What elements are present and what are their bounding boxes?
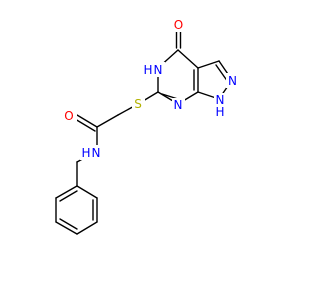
bond-ph3-ph4 xyxy=(76,221,98,235)
atom-s: S xyxy=(134,97,142,111)
atom-n1-h: H xyxy=(215,105,224,119)
bond-carbonyl-o xyxy=(76,114,98,128)
atom-n-amide-h: H xyxy=(81,146,90,160)
atom-n-amide: N xyxy=(92,146,101,160)
atom-label-layer: O H N N S N N H O H N xyxy=(64,18,237,160)
bond-ch2-carbonyl xyxy=(96,114,119,128)
bond-layer xyxy=(55,28,233,235)
bond-ph1-ph2 xyxy=(76,185,98,199)
mask-o4 xyxy=(172,17,185,32)
mask-n-pyrazole xyxy=(226,73,239,88)
bond-c3a-c4 xyxy=(177,49,199,69)
mask-n7 xyxy=(172,98,185,112)
atom-n7: N xyxy=(174,98,183,112)
bond-ph4-ph5 xyxy=(55,221,78,235)
bond-carbonyl-o-double xyxy=(74,118,96,132)
bond-ph6-ph1 xyxy=(55,185,78,199)
mask-n-amide xyxy=(80,145,104,160)
bond-ph4-ph5-double xyxy=(59,218,78,230)
atom-label-backgrounds xyxy=(62,17,239,160)
bond-ph6-ph1-double xyxy=(59,190,78,202)
mask-n5 xyxy=(143,62,165,77)
mask-s xyxy=(132,97,145,112)
atom-o4: O xyxy=(174,18,183,32)
atom-n5-h: H xyxy=(143,63,152,77)
mask-o-amide xyxy=(62,108,77,123)
bond-c3a-c3 xyxy=(197,60,220,69)
atom-n5: N xyxy=(154,63,163,77)
atom-n-pyrazole: N xyxy=(228,74,237,88)
molecule-structure: O H N N S N N H O H N xyxy=(55,17,239,235)
atom-n1: N xyxy=(216,93,225,107)
atom-o-amide: O xyxy=(64,109,73,123)
mask-n1 xyxy=(214,93,227,117)
